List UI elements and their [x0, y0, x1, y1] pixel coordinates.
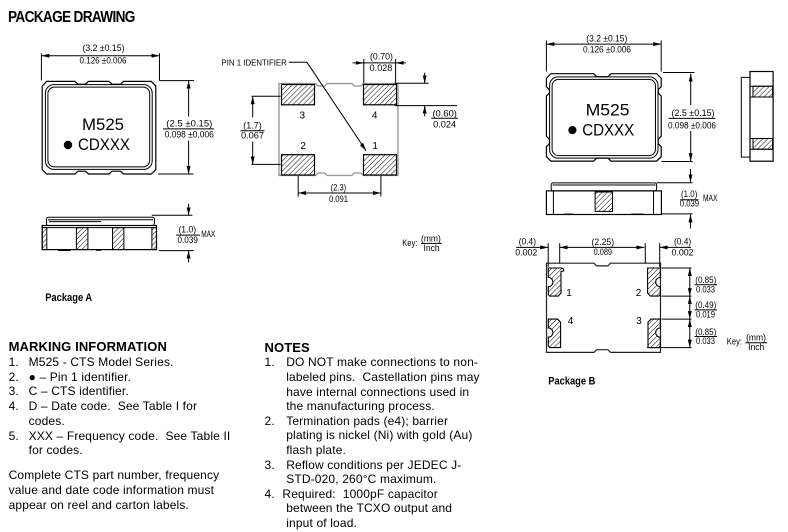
svg-text:0.067: 0.067 — [241, 131, 264, 142]
svg-text:(0.4): (0.4) — [674, 237, 691, 248]
svg-text:(2.5 ±0.15): (2.5 ±0.15) — [672, 108, 715, 119]
svg-text:MAX: MAX — [703, 193, 718, 204]
svg-text:CDXXX: CDXXX — [582, 121, 634, 140]
svg-text:(mm): (mm) — [746, 332, 766, 343]
svg-text:Package B: Package B — [548, 375, 595, 387]
svg-text:4: 4 — [568, 316, 574, 327]
svg-text:0.033: 0.033 — [696, 336, 715, 347]
svg-text:0.089: 0.089 — [594, 247, 612, 258]
svg-text:(0.49): (0.49) — [695, 300, 716, 311]
svg-text:(1.0): (1.0) — [681, 189, 697, 200]
svg-text:Package A: Package A — [45, 292, 92, 304]
svg-text:2: 2 — [300, 141, 306, 152]
svg-text:1: 1 — [566, 288, 572, 299]
svg-text:0.126 ±0.006: 0.126 ±0.006 — [80, 55, 127, 66]
svg-text:Inch: Inch — [748, 342, 764, 353]
svg-text:(2.3): (2.3) — [331, 182, 347, 193]
svg-text:0.019: 0.019 — [696, 310, 715, 321]
svg-text:Key:: Key: — [727, 336, 742, 347]
svg-text:(1.7): (1.7) — [243, 121, 261, 132]
svg-text:0.039: 0.039 — [680, 199, 699, 210]
svg-text:Inch: Inch — [424, 243, 440, 254]
svg-text:(0.85): (0.85) — [695, 275, 716, 286]
svg-text:3: 3 — [636, 316, 642, 327]
svg-text:M525: M525 — [586, 101, 630, 120]
svg-text:0.024: 0.024 — [433, 119, 456, 130]
svg-text:PIN 1 IDENTIFIER: PIN 1 IDENTIFIER — [222, 57, 287, 67]
svg-text:(2.5 ±0.15): (2.5 ±0.15) — [166, 119, 212, 130]
svg-text:CDXXX: CDXXX — [78, 135, 130, 154]
svg-text:0.091: 0.091 — [329, 194, 348, 205]
svg-text:(3.2 ±0.15): (3.2 ±0.15) — [83, 43, 125, 54]
svg-text:M525: M525 — [82, 115, 124, 134]
svg-text:(3.2 ±0.15): (3.2 ±0.15) — [586, 34, 627, 45]
svg-text:0.002: 0.002 — [672, 247, 694, 258]
svg-text:0.098 ±0.006: 0.098 ±0.006 — [668, 120, 716, 131]
svg-text:(0.70): (0.70) — [370, 52, 393, 63]
svg-text:0.033: 0.033 — [696, 285, 715, 296]
svg-text:(1.0): (1.0) — [178, 225, 196, 236]
svg-text:0.098 ±0.006: 0.098 ±0.006 — [165, 129, 214, 140]
svg-text:(2.25): (2.25) — [592, 237, 615, 248]
svg-text:0.002: 0.002 — [515, 247, 537, 258]
svg-text:2: 2 — [636, 288, 642, 299]
svg-text:(mm): (mm) — [421, 233, 441, 244]
svg-text:0.126 ±0.006: 0.126 ±0.006 — [583, 45, 631, 56]
svg-text:(0.60): (0.60) — [432, 108, 457, 119]
svg-text:4: 4 — [372, 111, 378, 122]
svg-text:(0.4): (0.4) — [519, 237, 536, 248]
svg-text:3: 3 — [300, 111, 306, 122]
svg-text:1: 1 — [372, 141, 378, 152]
svg-text:0.039: 0.039 — [178, 235, 198, 246]
svg-text:MAX: MAX — [201, 229, 215, 240]
svg-text:(0.85): (0.85) — [695, 327, 716, 338]
svg-text:0.028: 0.028 — [370, 63, 393, 74]
svg-text:Key:: Key: — [402, 238, 417, 249]
